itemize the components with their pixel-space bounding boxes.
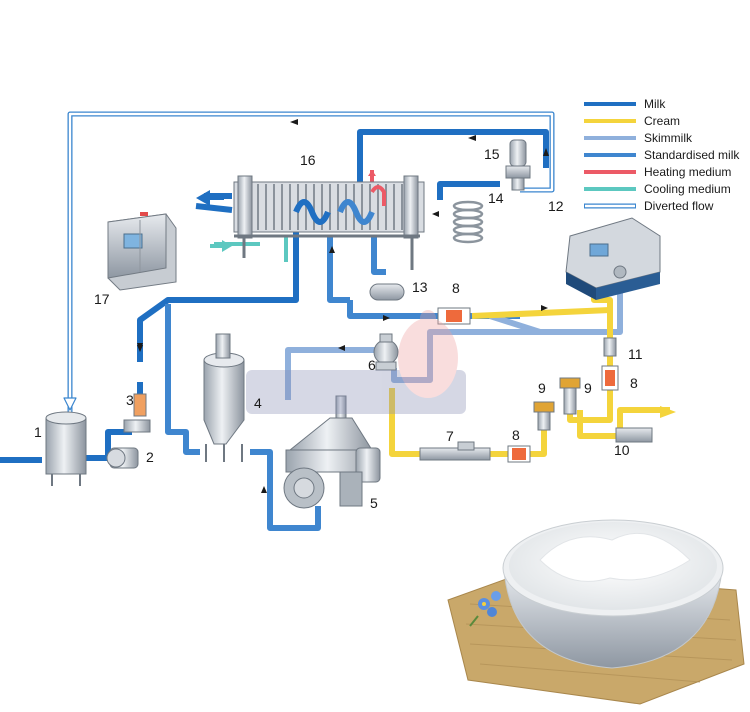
- label-density-transmitter: 8: [512, 427, 520, 443]
- diverted-flow-pipe: [63, 111, 555, 412]
- flow-diversion-valve-icon: [505, 139, 531, 191]
- booster-pump-icon: [369, 283, 405, 301]
- flow-transmitter-icon: [419, 441, 491, 461]
- legend-label: Milk: [644, 97, 666, 111]
- legend-label: Cooling medium: [644, 182, 731, 196]
- homogenizer-icon: [565, 217, 661, 300]
- label-separator: 5: [370, 495, 378, 511]
- check-valve-icon: [603, 337, 617, 357]
- flow-controller-icon: [123, 393, 151, 433]
- bowl-of-yogurt-icon: [447, 519, 745, 705]
- legend-label: Cream: [644, 114, 680, 128]
- density-transmitter-icon-c: [601, 365, 619, 391]
- label-balance-tank: 1: [34, 424, 42, 440]
- balance-tank-icon: [45, 411, 87, 486]
- label-density-transmitter: 8: [630, 375, 638, 391]
- deaerator-icon: [203, 333, 245, 462]
- legend-item-standardised-milk: Standardised milk: [584, 148, 740, 162]
- label-booster-pump: 13: [412, 279, 428, 295]
- skimmilk-pipe: [285, 278, 623, 400]
- holding-tube-icon: [452, 200, 484, 244]
- label-feed-pump: 2: [146, 449, 154, 465]
- constant-pressure-valve-icon: [373, 333, 399, 371]
- density-transmitter-icon-b: [507, 445, 531, 463]
- legend: Milk Cream Skimmilk Standardised milk He…: [584, 97, 740, 213]
- density-transmitter-icon-a: [437, 307, 471, 325]
- label-flow-diversion-valve: 15: [484, 146, 500, 162]
- label-deaerator: 4: [254, 395, 262, 411]
- label-flow-controller: 3: [126, 392, 134, 408]
- label-density-transmitter: 8: [452, 280, 460, 296]
- legend-label: Standardised milk: [644, 148, 740, 162]
- outflow-right-arrow-icon: [660, 406, 676, 418]
- legend-label: Diverted flow: [644, 199, 714, 213]
- watermark-logo-icon: [246, 310, 466, 414]
- label-flow-transmitter: 7: [446, 428, 454, 444]
- separator-icon: [283, 395, 381, 509]
- outflow-arrow-icon: [196, 190, 224, 206]
- cooling-inflow-arrow-icon: [210, 240, 232, 252]
- label-check-valve: 11: [628, 346, 643, 362]
- legend-item-heating-medium: Heating medium: [584, 165, 731, 179]
- legend-item-diverted-flow: Diverted flow: [584, 199, 714, 213]
- standardised-milk-pipe: [165, 236, 520, 531]
- feed-pump-icon: [106, 447, 139, 469]
- legend-item-skimmilk: Skimmilk: [584, 131, 693, 145]
- label-holding-tube: 14: [488, 190, 504, 206]
- plate-heat-exchanger-icon: [233, 170, 425, 270]
- label-plate-heat-exchanger: 16: [300, 152, 316, 168]
- control-panel-icon: [107, 212, 177, 291]
- component-labels: 1 2 3 4 5 6 7 8 8 8 9 9 10 11 12 13 14 1…: [34, 146, 643, 511]
- label-shut-off-valve: 10: [614, 442, 630, 458]
- legend-item-milk: Milk: [584, 97, 666, 111]
- legend-item-cooling-medium: Cooling medium: [584, 182, 731, 196]
- label-control-panel: 17: [94, 291, 110, 307]
- label-regulating-valve: 9: [584, 380, 592, 396]
- legend-item-cream: Cream: [584, 114, 680, 128]
- label-regulating-valve: 9: [538, 380, 546, 396]
- legend-label: Heating medium: [644, 165, 731, 179]
- label-constant-pressure-valve: 6: [368, 357, 376, 373]
- label-homogenizer: 12: [548, 198, 564, 214]
- regulating-valve-icon-a: [533, 401, 555, 431]
- regulating-valve-icon-b: [559, 377, 581, 415]
- legend-label: Skimmilk: [644, 131, 693, 145]
- shut-off-valve-icon: [615, 427, 653, 443]
